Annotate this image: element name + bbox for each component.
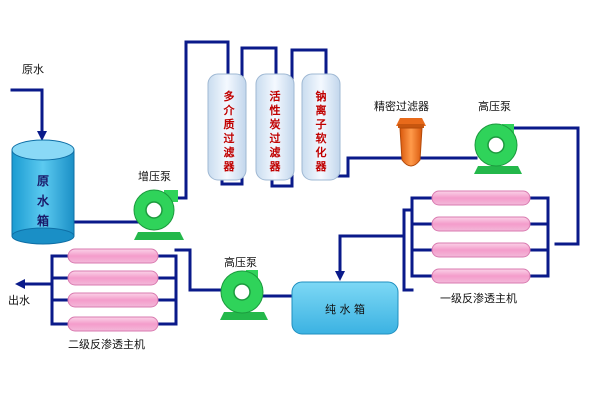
carbon-char-5: 滤 [270, 145, 281, 159]
softener-char-3: 子 [316, 118, 327, 131]
pipe-pump2-to-ro2 [174, 248, 224, 292]
precision-filter-label: 精密过滤器 [374, 99, 429, 113]
ro-stage-2-label: 二级反渗透主机 [68, 337, 145, 351]
multimedia-char-2: 介 [223, 103, 236, 117]
multimedia-char-1: 多 [224, 89, 235, 103]
raw-water-tank: 原 水 箱 [11, 139, 75, 245]
softener-char-6: 器 [315, 160, 328, 173]
multimedia-filter: 多 介 质 过 滤 器 [207, 73, 247, 181]
carbon-char-1: 活 [270, 89, 281, 103]
ro2-membrane-3 [67, 292, 159, 308]
ro1-membrane-2 [431, 216, 531, 232]
raw-tank-label-1: 原 [37, 174, 49, 188]
softener-char-2: 离 [316, 103, 327, 117]
ro-stage-1-label: 一级反渗透主机 [440, 291, 517, 305]
softener-char-1: 钠 [316, 89, 327, 103]
carbon-char-6: 器 [269, 160, 282, 173]
carbon-filter: 活 性 炭 过 滤 器 [255, 73, 295, 181]
ro2-membrane-4 [67, 316, 159, 332]
high-pressure-pump-1-icon [474, 123, 522, 174]
precision-filter [396, 118, 426, 167]
high-pressure-pump-2-icon [220, 270, 268, 320]
sodium-softener: 钠 离 子 软 化 器 [301, 73, 341, 181]
water-outlet-label: 出水 [8, 293, 30, 307]
ro2-membrane-2 [67, 270, 159, 286]
pipe-booster-to-multimedia [170, 40, 230, 200]
raw-tank-label-2: 水 [37, 193, 50, 208]
pipe-softener-to-precision [318, 156, 478, 178]
ro1-membrane-1 [431, 190, 531, 206]
multimedia-char-6: 器 [223, 160, 236, 173]
ro2-manifold [50, 254, 178, 326]
carbon-char-3: 炭 [270, 117, 281, 131]
carbon-char-2: 性 [270, 103, 281, 117]
carbon-char-4: 过 [270, 131, 281, 145]
raw-water-label: 原水 [22, 63, 44, 76]
high-pressure-pump-2-label: 高压泵 [224, 255, 257, 269]
raw-tank-label-3: 箱 [37, 213, 49, 228]
multimedia-char-3: 质 [224, 117, 235, 131]
pure-water-tank: 纯 水 箱 [291, 281, 399, 335]
ro-stage-1-membranes [431, 190, 531, 284]
ro-stage-2-membranes [67, 248, 159, 332]
ro1-membrane-3 [431, 242, 531, 258]
pure-tank-label: 纯 水 箱 [325, 302, 365, 316]
raw-water-inlet-pipe [10, 88, 47, 141]
ro1-membrane-4 [431, 268, 531, 284]
softener-char-5: 化 [316, 145, 327, 159]
high-pressure-pump-1-label: 高压泵 [478, 99, 511, 113]
booster-pump-label: 增压泵 [138, 169, 171, 183]
pipe-ro1-to-pure-tank [335, 234, 406, 281]
booster-pump-icon [133, 189, 184, 240]
ro2-membrane-1 [67, 248, 159, 264]
multimedia-char-5: 滤 [224, 145, 235, 159]
multimedia-char-4: 过 [224, 131, 235, 145]
softener-char-4: 软 [316, 131, 328, 145]
